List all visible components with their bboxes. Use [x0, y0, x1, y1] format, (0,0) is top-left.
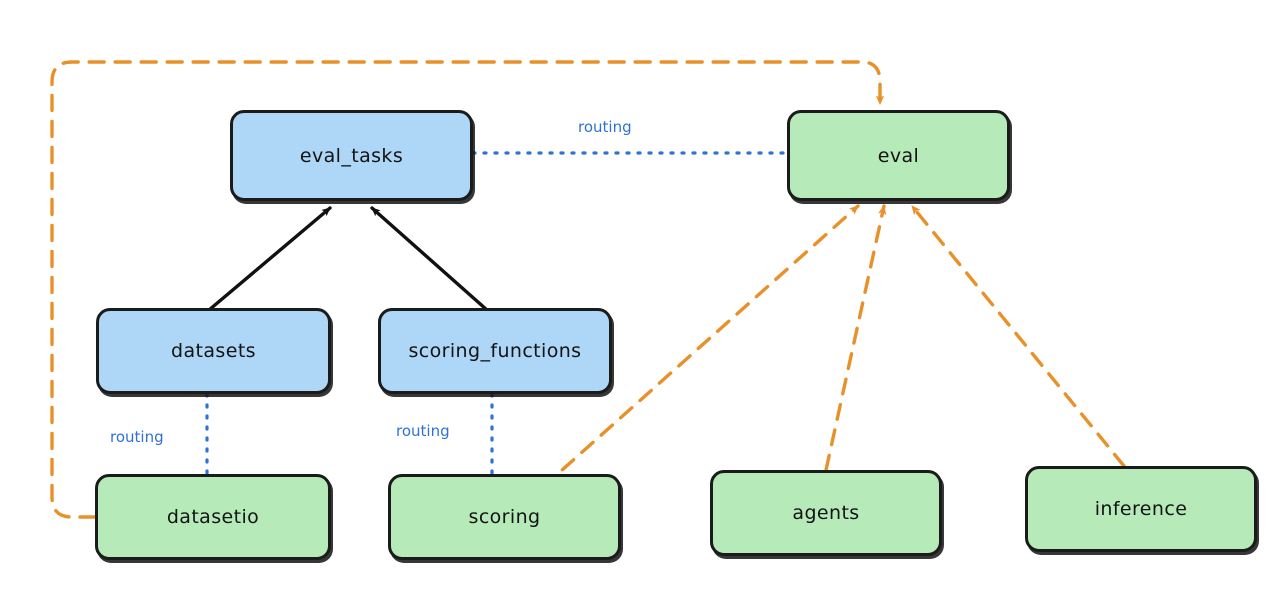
node-label-scoring: scoring: [468, 506, 541, 528]
node-scoring[interactable]: scoring: [388, 474, 621, 560]
edge-datasets-evaltasks: [207, 206, 332, 312]
node-label-eval: eval: [877, 144, 920, 167]
node-label-eval-tasks: eval_tasks: [299, 144, 404, 167]
edge-label-routing-datasetio: routing: [110, 428, 164, 446]
node-datasetio[interactable]: datasetio: [95, 474, 331, 560]
node-eval-tasks[interactable]: eval_tasks: [230, 110, 473, 201]
edge-scoring-eval: [541, 204, 860, 489]
edge-label-routing-scoring: routing: [396, 422, 450, 440]
node-scoring-functions[interactable]: scoring_functions: [378, 308, 612, 394]
node-label-scoring-functions: scoring_functions: [408, 340, 582, 362]
node-label-inference: inference: [1094, 498, 1188, 520]
edge-label-routing-eval: routing: [578, 118, 632, 136]
node-agents[interactable]: agents: [710, 470, 942, 556]
node-eval[interactable]: eval: [787, 110, 1010, 201]
edge-datasetio-eval: [50, 60, 885, 519]
node-label-datasets: datasets: [171, 340, 256, 362]
edge-agents-eval: [824, 204, 887, 472]
node-datasets[interactable]: datasets: [96, 308, 331, 394]
edge-inference-eval: [910, 204, 1126, 468]
node-label-agents: agents: [792, 502, 860, 524]
edge-scoringfunctions-evaltasks: [370, 206, 489, 312]
node-label-datasetio: datasetio: [166, 506, 260, 528]
node-inference[interactable]: inference: [1025, 466, 1257, 552]
